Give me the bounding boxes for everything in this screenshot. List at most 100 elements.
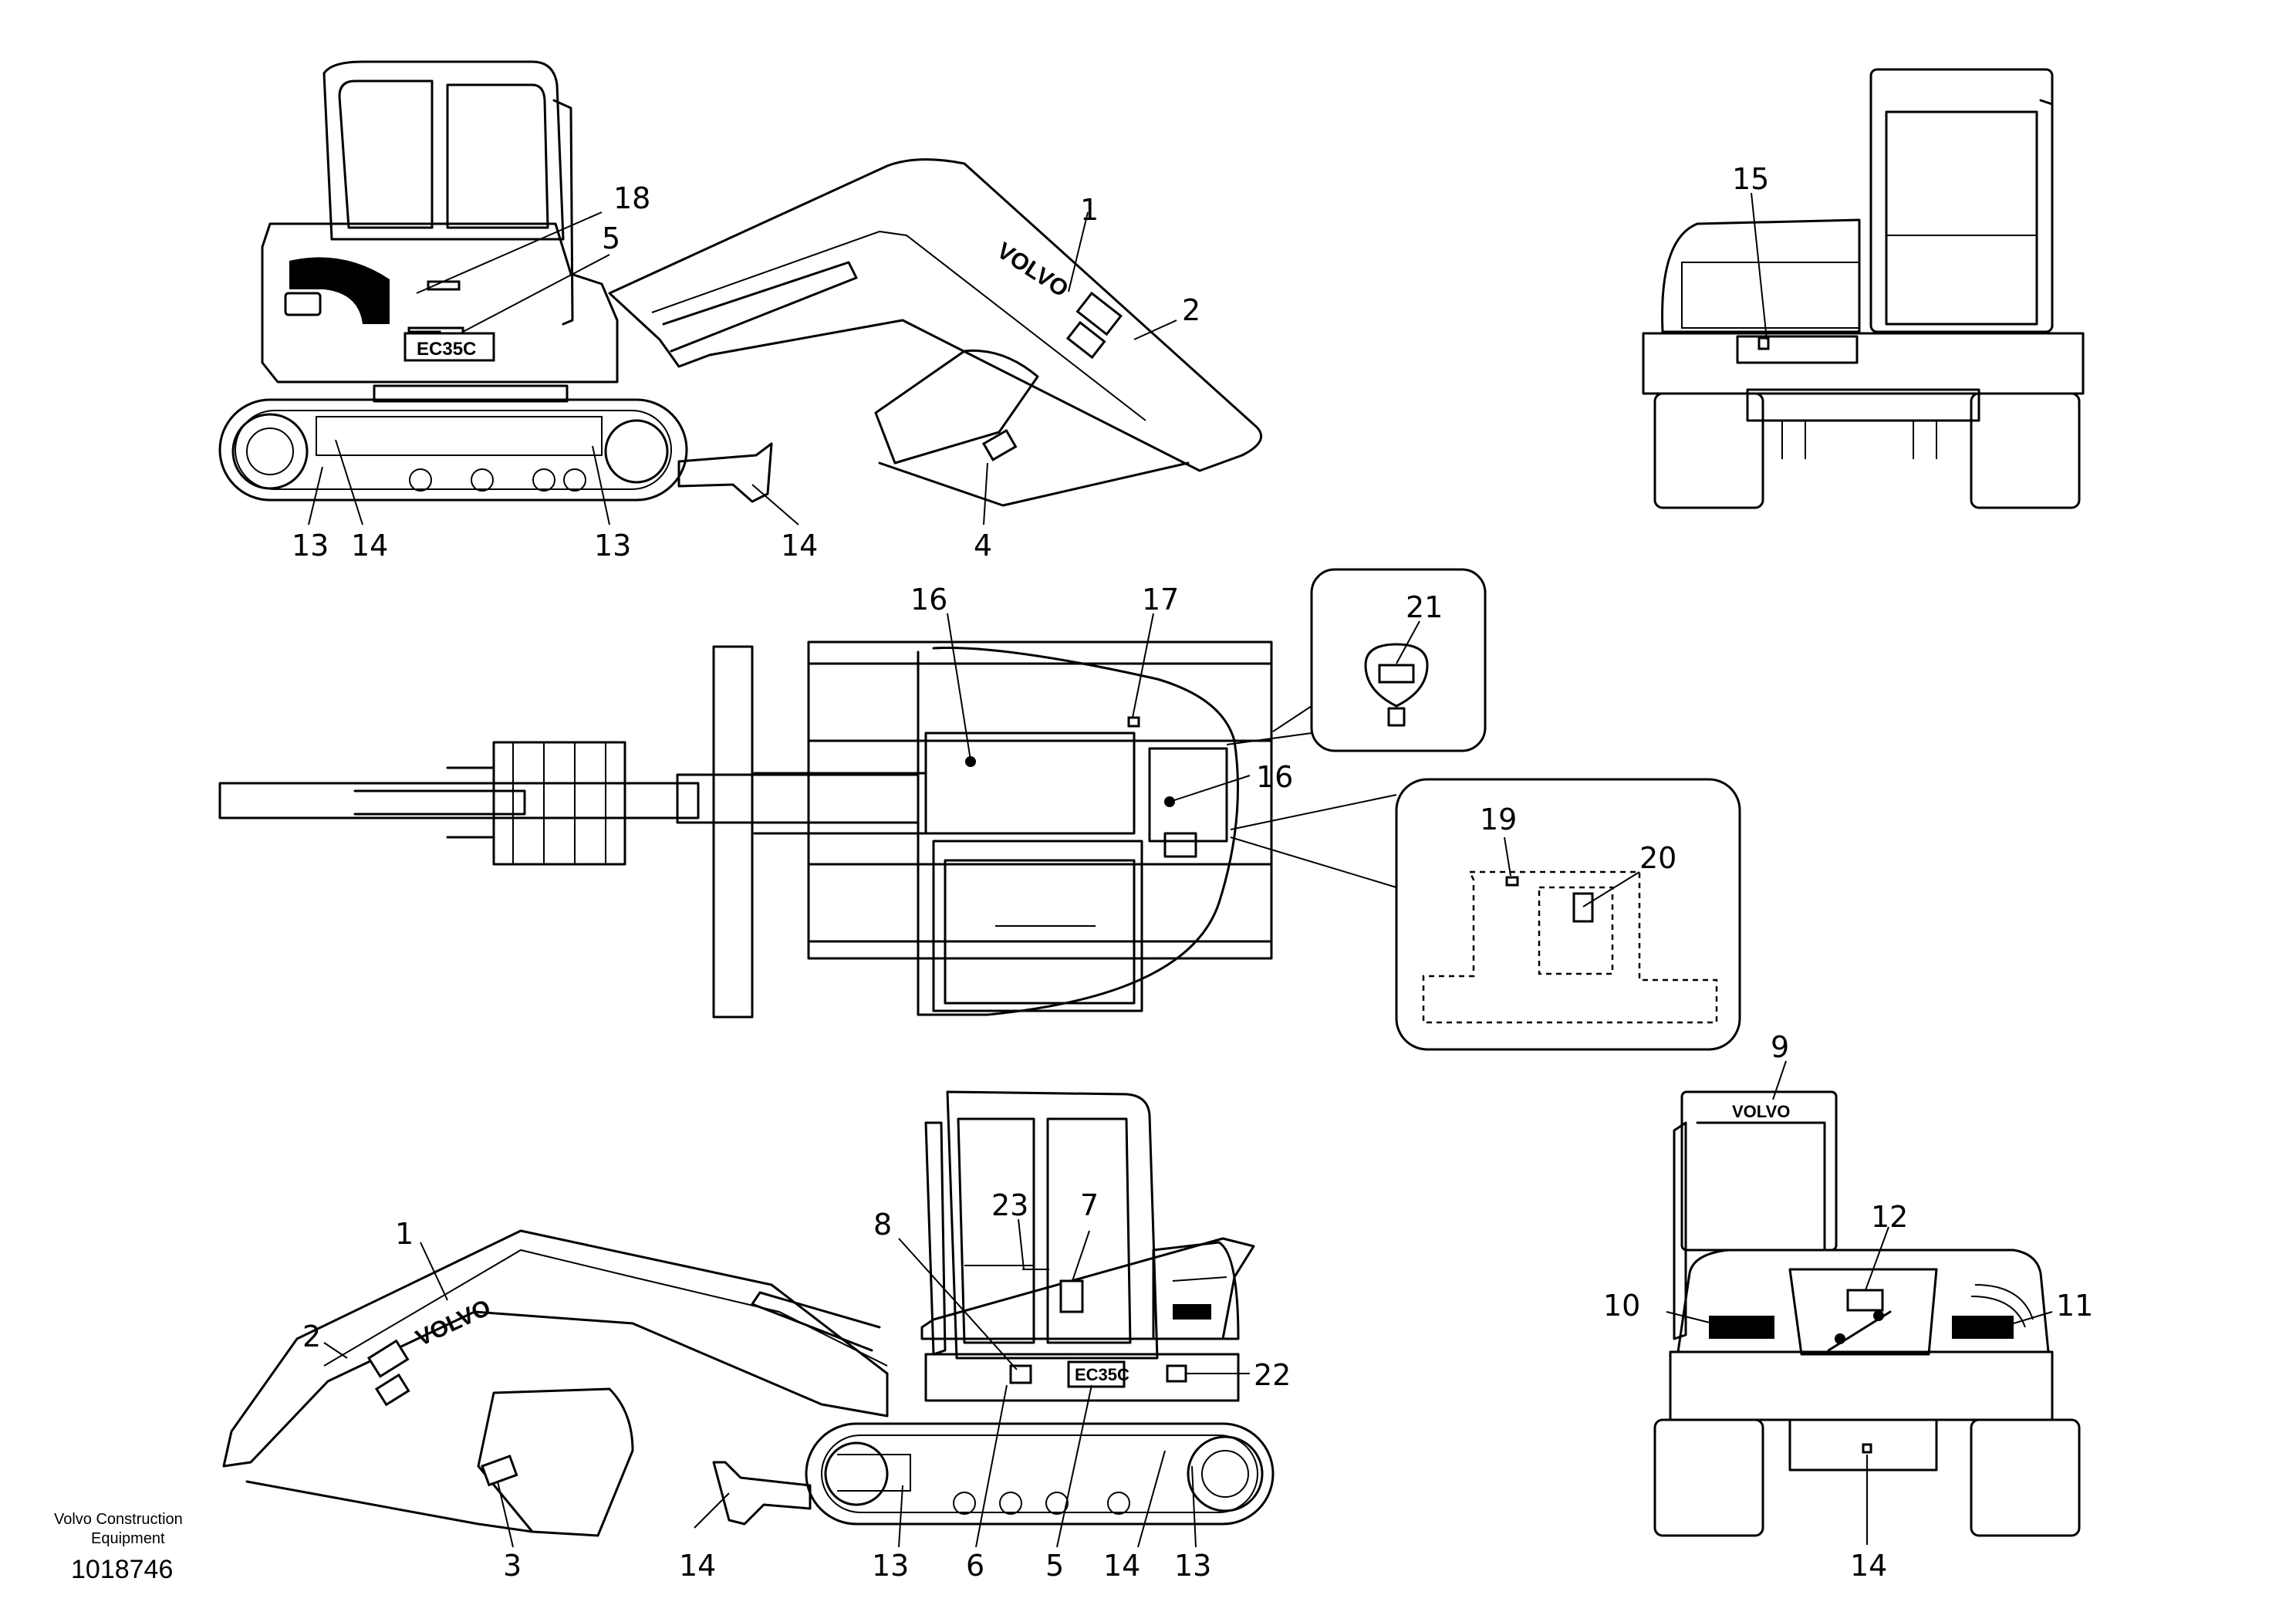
bucket-top bbox=[492, 741, 626, 866]
house-right bbox=[924, 1353, 1240, 1402]
boom-decal-2 bbox=[1065, 320, 1106, 360]
callout-18: 18 bbox=[613, 181, 650, 215]
rear-brand-text: VOLVO bbox=[1732, 1102, 1790, 1121]
boom-cylinder-right bbox=[751, 1291, 881, 1352]
cab-window-right bbox=[446, 83, 549, 229]
detail-box-21 bbox=[1310, 568, 1487, 752]
callout-23: 23 bbox=[991, 1188, 1028, 1222]
model-plate-right bbox=[1067, 1360, 1126, 1388]
rear-track-right bbox=[1970, 1418, 2081, 1537]
rear-view: VOLVO 9 12 10 11 14 bbox=[1603, 1030, 2093, 1583]
boom-right bbox=[222, 1229, 889, 1468]
idler-wheel bbox=[604, 419, 669, 484]
bucket bbox=[874, 349, 1039, 465]
company-line-1: Volvo Construction bbox=[54, 1511, 183, 1528]
callout-14-bottom: 14 bbox=[1103, 1549, 1140, 1583]
side-view-left: EC35C VOLVO 18 5 1 2 4 13 14 13 14 bbox=[218, 60, 1262, 563]
callout-16-side: 16 bbox=[1256, 760, 1293, 794]
callout-7: 7 bbox=[1080, 1188, 1099, 1222]
cab-window-left bbox=[338, 79, 434, 229]
engine-hood-front bbox=[1661, 218, 1861, 333]
rear-track-left bbox=[1653, 1418, 1764, 1537]
callout-2: 2 bbox=[1182, 293, 1200, 327]
callout-5: 5 bbox=[602, 221, 620, 255]
detail-outline bbox=[1422, 870, 1718, 1024]
callout-16-top: 16 bbox=[910, 583, 947, 617]
rear-engine-hood bbox=[1676, 1249, 2050, 1353]
swing-base bbox=[373, 384, 569, 403]
callout-1: 1 bbox=[1080, 193, 1099, 227]
callout-9: 9 bbox=[1771, 1030, 1789, 1064]
engine-cover-top bbox=[924, 732, 1136, 835]
boom-decal-right-2 bbox=[374, 1373, 410, 1407]
side-grille-right bbox=[1173, 1304, 1211, 1320]
boom-brand-text: VOLVO bbox=[992, 238, 1072, 302]
bucket-decal bbox=[981, 428, 1018, 461]
rear-grille-right bbox=[1952, 1316, 2014, 1339]
arm-top bbox=[218, 782, 700, 819]
callout-21: 21 bbox=[1406, 590, 1443, 624]
rear-access-panel bbox=[1788, 1268, 1938, 1356]
drawing-footer: Volvo Construction Equipment 1018746 bbox=[54, 1511, 183, 1584]
top-decal-16a bbox=[965, 756, 976, 767]
upper-structure bbox=[261, 222, 619, 384]
engine-hood-right bbox=[1152, 1241, 1240, 1340]
callout-13-bottom-left: 13 bbox=[872, 1549, 909, 1583]
rear-decal-14 bbox=[1862, 1443, 1872, 1454]
decal-7 bbox=[1059, 1279, 1084, 1313]
front-view: 15 bbox=[1642, 68, 2085, 509]
dozer-blade-top bbox=[712, 645, 754, 1019]
rear-grille-left bbox=[1709, 1316, 1774, 1339]
callout-20: 20 bbox=[1639, 841, 1676, 875]
cab bbox=[322, 60, 565, 241]
side-view-right: EC35C VOLVO 1 2 3 14 13 6 5 14 13 8 23 7 bbox=[222, 1090, 1291, 1583]
callout-4: 4 bbox=[974, 529, 992, 563]
callout-2-bottom: 2 bbox=[302, 1320, 321, 1353]
callout-10: 10 bbox=[1603, 1289, 1640, 1323]
callout-22: 22 bbox=[1254, 1358, 1291, 1392]
callout-5-bottom: 5 bbox=[1045, 1549, 1064, 1583]
dozer-blade-right bbox=[712, 1461, 812, 1526]
bucket-decal-right bbox=[481, 1455, 518, 1487]
callout-14-blade: 14 bbox=[781, 529, 818, 563]
key-tag-icon bbox=[1364, 643, 1429, 708]
detail-decal-19 bbox=[1505, 876, 1519, 887]
sprocket-wheel bbox=[231, 413, 309, 490]
decal-8 bbox=[1009, 1364, 1032, 1384]
company-line-2: Equipment bbox=[91, 1530, 165, 1547]
house-top bbox=[917, 647, 1239, 1016]
model-plate-text-bottom: EC35C bbox=[1075, 1365, 1129, 1384]
boom-decal-1 bbox=[1075, 291, 1123, 336]
boom-decal-right-1 bbox=[366, 1339, 410, 1378]
cab-top bbox=[932, 840, 1143, 1012]
drawing-number: 1018746 bbox=[71, 1555, 173, 1584]
top-decal-17 bbox=[1127, 716, 1140, 728]
track-outline bbox=[807, 640, 1273, 960]
cab-right bbox=[946, 1090, 1159, 1360]
decal-22 bbox=[1166, 1364, 1187, 1383]
callout-13-right: 13 bbox=[594, 529, 631, 563]
rear-counterweight bbox=[1669, 1350, 2054, 1421]
model-plate-side bbox=[403, 332, 495, 362]
callout-17: 17 bbox=[1142, 583, 1179, 617]
model-plate-text-top: EC35C bbox=[417, 339, 476, 360]
callout-6: 6 bbox=[966, 1549, 984, 1583]
callout-12: 12 bbox=[1871, 1200, 1908, 1234]
callout-8: 8 bbox=[873, 1208, 892, 1242]
callout-15: 15 bbox=[1732, 162, 1769, 196]
callout-3: 3 bbox=[503, 1549, 522, 1583]
callout-19: 19 bbox=[1480, 803, 1517, 836]
bucket-right bbox=[477, 1387, 634, 1537]
counterweight bbox=[1642, 332, 2085, 395]
detail-decal-20 bbox=[1572, 892, 1594, 923]
track-right bbox=[1970, 392, 2081, 509]
callout-11: 11 bbox=[2056, 1289, 2093, 1323]
boom bbox=[608, 158, 1262, 472]
top-view: 21 19 20 16 17 16 bbox=[218, 568, 1741, 1051]
front-decal-15 bbox=[1757, 336, 1770, 350]
callout-14-blade-bottom: 14 bbox=[679, 1549, 716, 1583]
cab-front bbox=[1869, 68, 2054, 333]
track-frame-right bbox=[805, 1422, 1275, 1526]
callout-1-bottom: 1 bbox=[395, 1217, 414, 1251]
